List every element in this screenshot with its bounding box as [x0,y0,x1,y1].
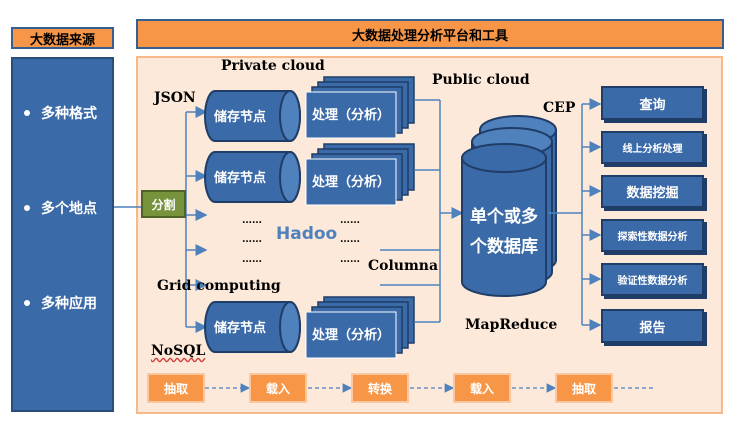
label-hadoop: Hadoo [276,224,338,244]
output-connectors [548,98,602,331]
label-columnar: Columna [368,258,439,274]
etl-step-extract-1: 抽取 [147,373,205,403]
source-item-locations: 多个地点 [24,198,97,218]
label-dots-3: …… [242,254,262,265]
output-olap: 线上分析处理 [601,131,704,164]
database-label-line1: 单个或多 [470,206,538,227]
output-data-mining: 数据挖掘 [601,175,704,208]
platform-header: 大数据处理分析平台和工具 [136,19,724,49]
label-dots-5: …… [340,234,360,245]
process-stack-3 [305,296,415,359]
etl-step-extract-2: 抽取 [555,373,613,403]
label-nosql: NoSQL [151,343,206,359]
process-stack-2 [305,143,415,206]
label-dots-1: …… [242,215,262,226]
split-box: 分割 [141,190,186,218]
output-confirmatory-analysis: 验证性数据分析 [601,263,704,296]
storage-label-3: 储存节点 [213,320,266,336]
label-cep: CEP [543,100,576,116]
storage-cylinder-2 [204,151,301,203]
process-label-2: 处理（分析） [311,174,390,190]
process-to-db-connectors [380,99,464,323]
source-item-applications: 多种应用 [24,293,97,313]
process-label-3: 处理（分析） [311,327,390,343]
output-exploratory-analysis: 探索性数据分析 [601,219,704,252]
data-sources-panel: 多种格式 多个地点 多种应用 [11,57,114,412]
etl-step-load-1: 载入 [249,373,307,403]
source-header: 大数据来源 [11,27,114,49]
process-stack-1 [305,76,415,139]
source-item-formats: 多种格式 [24,103,97,123]
label-dots-4: …… [340,215,360,226]
database-label-line2: 个数据库 [469,236,538,257]
label-public-cloud: Public cloud [432,72,530,88]
fanout-connectors [185,106,208,333]
label-dots-2: …… [242,234,262,245]
label-dots-6: …… [340,254,360,265]
output-query: 查询 [601,86,704,120]
storage-cylinder-3 [204,301,301,353]
database-cylinders [461,115,557,297]
etl-step-transform: 转换 [351,373,409,403]
label-json: JSON [154,90,196,106]
label-mapreduce: MapReduce [465,317,558,333]
storage-cylinder-1 [204,90,301,142]
storage-label-1: 储存节点 [213,109,266,125]
output-report: 报告 [601,309,704,343]
storage-label-2: 储存节点 [213,170,266,186]
label-grid-computing: Grid computing [157,278,281,294]
etl-step-load-2: 载入 [453,373,511,403]
label-private-cloud: Private cloud [221,58,325,74]
process-label-1: 处理（分析） [311,107,390,123]
